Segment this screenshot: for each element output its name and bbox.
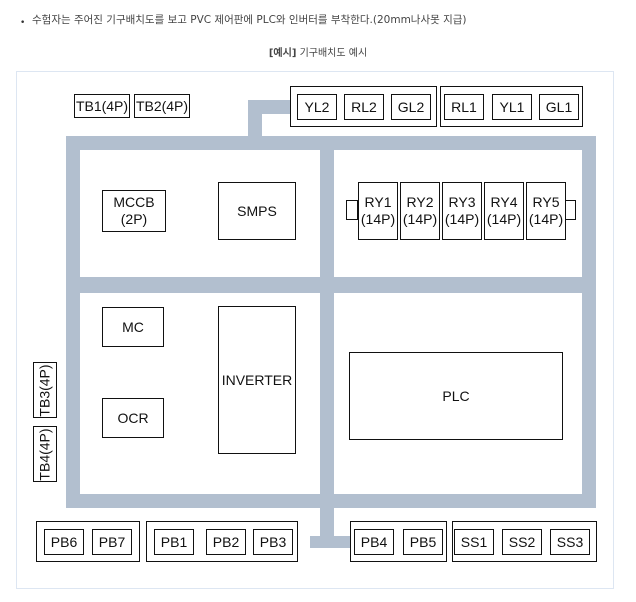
terminal-block-tb3: TB3(4P) [33,362,57,418]
push-button-pb5: PB5 [403,529,443,555]
duct-left [66,136,80,508]
smps-power-supply: SMPS [218,182,296,240]
terminal-block-tb2: TB2(4P) [134,94,190,118]
push-button-pb4: PB4 [354,529,394,555]
lamp-rl2: RL2 [344,94,384,120]
push-button-pb1: PB1 [154,529,194,555]
instruction-text: 수험자는 주어진 기구배치도를 보고 PVC 제어판에 PLC와 인버터를 부착… [32,14,467,26]
caption-text: 기구배치도 예시 [296,48,368,59]
relay-ry5: RY5 (14P) [526,182,566,240]
terminal-block-tb1: TB1(4P) [74,94,130,118]
caption-bracket: [예시] [268,48,297,59]
relay-ry3: RY3 (14P) [442,182,482,240]
lamp-gl2: GL2 [391,94,431,120]
selector-switch-ss3: SS3 [550,529,590,555]
lamp-gl1: GL1 [539,94,579,120]
inverter: INVERTER [218,306,296,454]
relay-socket-left-tab [346,200,358,220]
relay-ry4: RY4 (14P) [484,182,524,240]
mccb-breaker: MCCB (2P) [102,190,166,232]
relay-ry2: RY2 (14P) [400,182,440,240]
duct-exit-bottom [310,536,350,548]
duct-right [582,136,596,508]
duct-riser-top-arm [248,100,292,114]
push-button-pb2: PB2 [206,529,246,555]
overcurrent-relay-ocr: OCR [102,398,164,438]
terminal-block-tb4: TB4(4P) [33,426,57,482]
selector-switch-ss1: SS1 [454,529,494,555]
duct-middle-horizontal [66,277,596,293]
push-button-pb6: PB6 [44,529,84,555]
relay-ry1: RY1 (14P) [358,182,398,240]
diagram-caption: [예시] 기구배치도 예시 [0,44,636,59]
duct-center-vertical [320,136,334,536]
selector-switch-ss2: SS2 [502,529,542,555]
plc-unit: PLC [349,352,563,440]
push-button-pb7: PB7 [92,529,132,555]
lamp-yl1: YL1 [492,94,532,120]
lamp-yl2: YL2 [297,94,337,120]
magnetic-contactor-mc: MC [102,307,164,347]
bullet-marker: • [20,18,26,28]
duct-riser-top [248,108,262,150]
lamp-rl1: RL1 [444,94,484,120]
push-button-pb3: PB3 [253,529,293,555]
